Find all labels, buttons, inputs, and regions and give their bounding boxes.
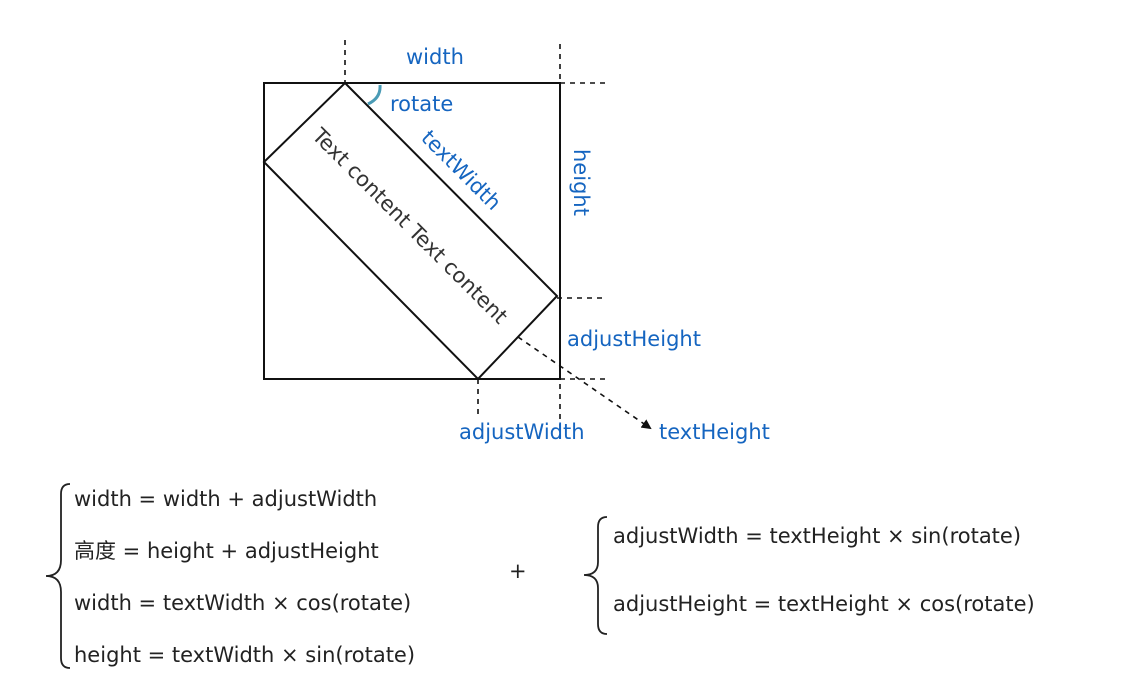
guide-lines [344, 40, 608, 444]
rotated-content-text: Text content Text content [307, 123, 513, 329]
text-height-label: textHeight [659, 420, 770, 444]
text-height-arrow [517, 336, 652, 430]
outer-bounding-box [263, 82, 561, 380]
formula-left-2: 高度 = height + adjustHeight [74, 539, 379, 563]
adjust-width-label: adjustWidth [459, 420, 585, 444]
width-label: width [406, 45, 464, 69]
formula-right-2: adjustHeight = textHeight × cos(rotate) [613, 592, 1035, 616]
formula-left-4: height = textWidth × sin(rotate) [74, 643, 415, 667]
adjust-height-label: adjustHeight [567, 327, 701, 351]
text-width-label: textWidth [416, 126, 505, 215]
plus-operator: + [509, 559, 527, 583]
formula-left-3: width = textWidth × cos(rotate) [74, 591, 411, 615]
rotate-angle-arc [367, 84, 382, 106]
height-label: height [569, 149, 593, 216]
right-brace [583, 516, 608, 635]
formula-left-1: width = width + adjustWidth [74, 487, 377, 511]
rotate-label: rotate [390, 92, 453, 116]
left-brace [45, 483, 71, 669]
formula-right-1: adjustWidth = textHeight × sin(rotate) [613, 524, 1021, 548]
